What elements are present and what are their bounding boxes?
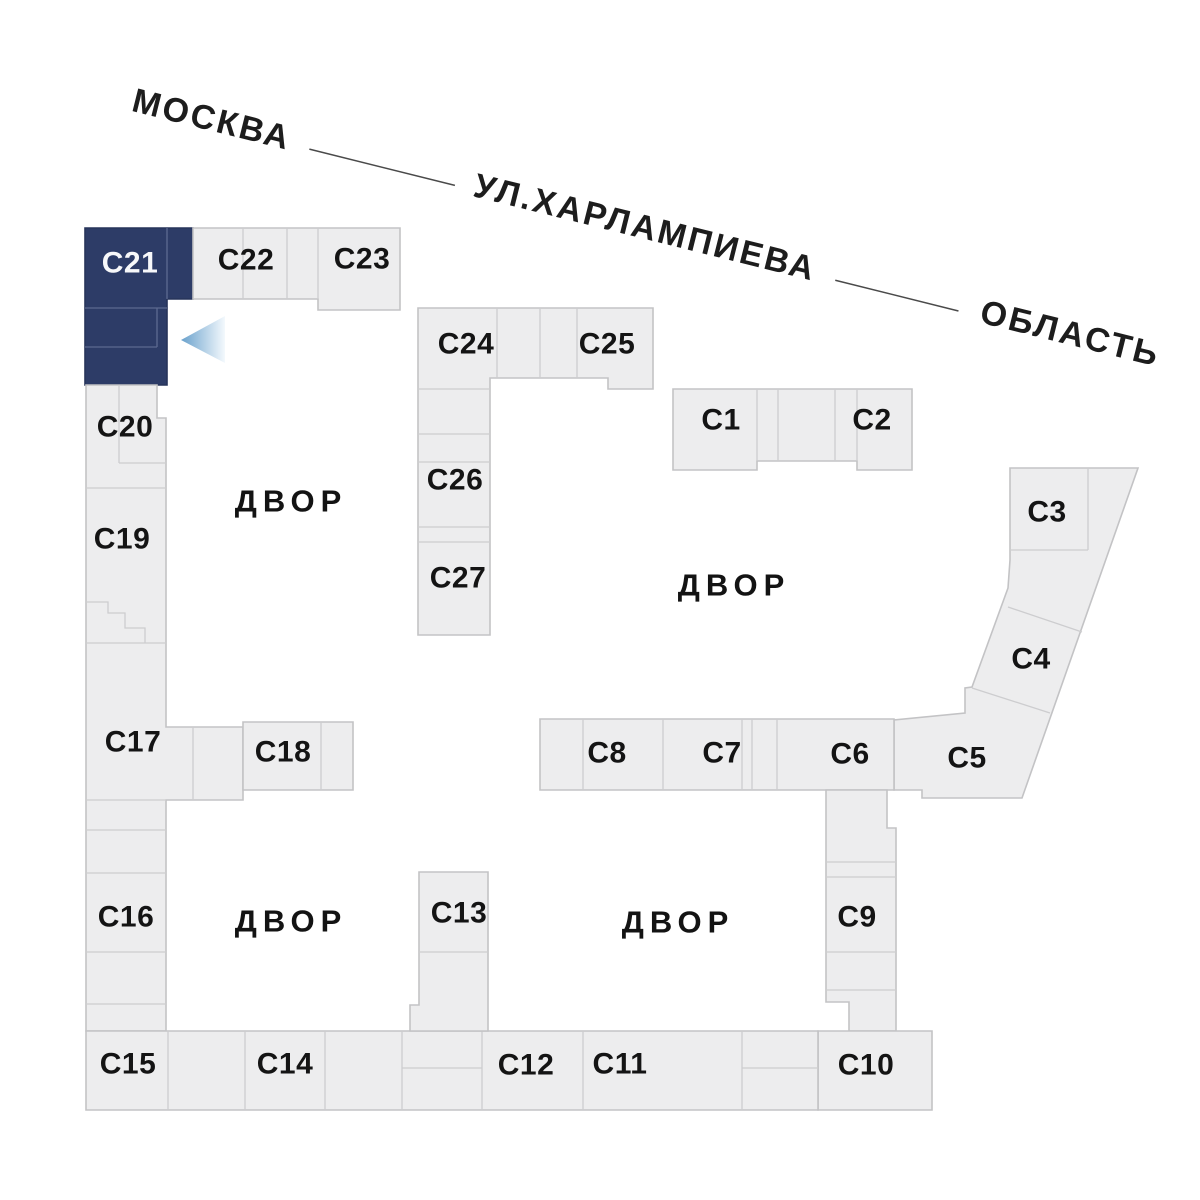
street-line [309, 148, 456, 187]
marks-layer: ДВОР ДВОР ДВОР ДВОР [181, 316, 791, 940]
building-c8-c7-c6[interactable] [539, 718, 895, 791]
building-label-С20: С20 [97, 411, 154, 444]
building-label-С25: С25 [579, 328, 636, 361]
building-label-С13: С13 [431, 897, 488, 930]
building-label-С22: С22 [218, 244, 275, 277]
selection-arrow-icon [181, 316, 225, 363]
division-line [971, 687, 1051, 714]
building-group-c18: С18 [242, 721, 354, 791]
building-label-С4: С4 [1011, 643, 1050, 676]
building-group-c1-c2: С1 С2 [672, 388, 913, 471]
street-label: УЛ.ХАРЛАМПИЕВА [470, 167, 820, 289]
building-label-С21: С21 [102, 247, 159, 280]
building-label-С3: С3 [1027, 496, 1066, 529]
courtyard-label: ДВОР [678, 568, 791, 603]
street-label: ОБЛАСТЬ [976, 293, 1164, 374]
building-c18[interactable] [242, 721, 354, 791]
building-group-c8-c7-c6: С8 С7 С6 [539, 718, 895, 791]
building-c3-c4-c5[interactable] [893, 467, 1140, 799]
building-group-c10: С10 [817, 1030, 933, 1111]
building-c24-c25-c26-c27[interactable] [417, 307, 654, 636]
street-label: МОСКВА [128, 82, 295, 158]
building-label-С23: С23 [334, 243, 391, 276]
building-label-С12: С12 [498, 1049, 555, 1082]
building-label-С7: С7 [702, 737, 741, 770]
building-label-С9: С9 [837, 901, 876, 934]
street-line [835, 279, 959, 312]
building-label-С24: С24 [438, 328, 495, 361]
building-group-c13: С13 [409, 871, 489, 1032]
building-group-c9: С9 [825, 789, 897, 1032]
building-c15-c14-c12-c11[interactable] [85, 1030, 819, 1111]
building-label-С2: С2 [852, 404, 891, 437]
building-label-С8: С8 [587, 737, 626, 770]
building-label-С17: С17 [105, 726, 162, 759]
building-group-c15-c14-c12-c11: С15 С14 С12 С11 [85, 1030, 819, 1111]
building-label-С11: С11 [593, 1048, 648, 1081]
building-group-c21: С21 [84, 227, 194, 386]
building-label-С19: С19 [94, 523, 151, 556]
building-label-С16: С16 [98, 901, 155, 934]
building-c20-c19-c17-c16[interactable] [85, 384, 244, 1032]
courtyard-label: ДВОР [235, 904, 348, 939]
building-label-С15: С15 [100, 1048, 157, 1081]
building-group-c22-c23: С22 С23 [192, 227, 401, 311]
building-label-С6: С6 [830, 738, 869, 771]
division-line [1007, 606, 1083, 633]
building-label-С26: С26 [427, 464, 484, 497]
building-label-С18: С18 [255, 736, 312, 769]
building-label-С5: С5 [947, 742, 986, 775]
building-label-С1: С1 [701, 404, 740, 437]
building-label-С27: С27 [430, 562, 487, 595]
division-line [86, 601, 146, 643]
building-c22-c23[interactable] [192, 227, 401, 311]
courtyard-label: ДВОР [622, 905, 735, 940]
building-label-С10: С10 [838, 1049, 895, 1082]
courtyard-label: ДВОР [235, 484, 348, 519]
building-label-С14: С14 [257, 1048, 314, 1081]
